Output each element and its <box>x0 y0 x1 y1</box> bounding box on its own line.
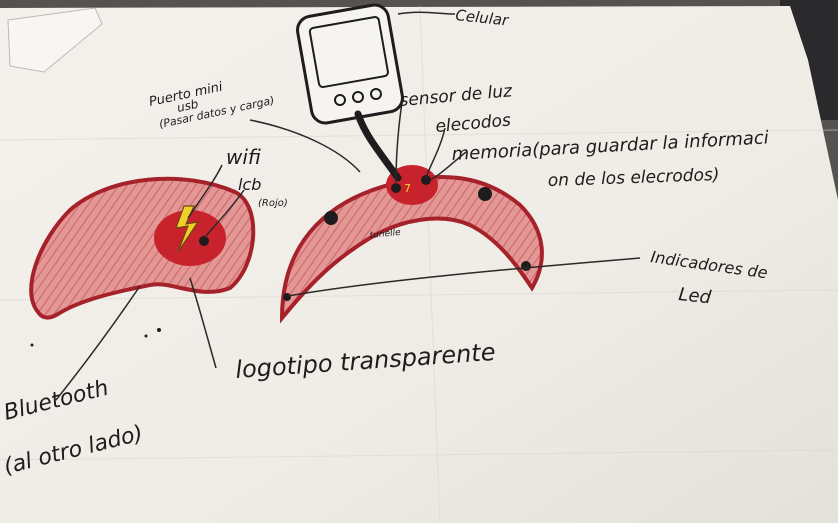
led-dot <box>199 236 209 246</box>
module-bolt: 7 <box>404 182 411 195</box>
label-led: lcb <box>238 175 261 194</box>
phone-icon <box>295 3 404 125</box>
label-indicadores-line2: Led <box>677 284 712 308</box>
label-wifi: wifi <box>226 145 261 169</box>
logo-module <box>154 210 226 266</box>
label-led-color: (Rojo) <box>258 198 288 209</box>
